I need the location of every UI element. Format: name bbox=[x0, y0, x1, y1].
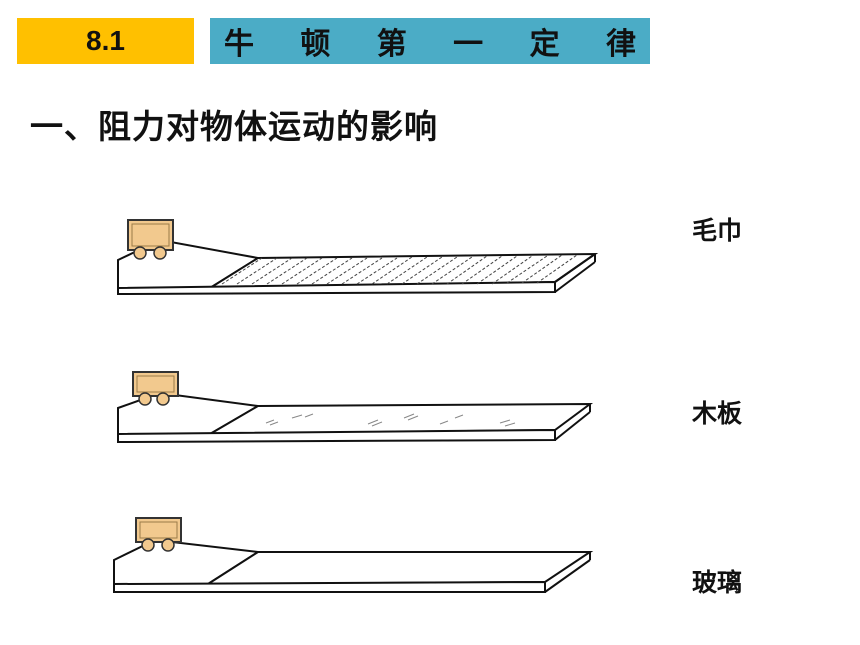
chapter-title-char: 律 bbox=[605, 27, 636, 62]
board-edge bbox=[113, 580, 546, 593]
surface-label-wood: 木板 bbox=[692, 399, 743, 428]
ramp-diagram-glass bbox=[113, 517, 594, 593]
ramp-diagram-towel bbox=[117, 219, 599, 296]
chapter-title-char: 定 bbox=[529, 27, 560, 62]
section-number-badge: 8.1 bbox=[17, 18, 194, 64]
ramp-diagram-wood bbox=[117, 371, 594, 444]
cart bbox=[127, 219, 174, 260]
chapter-title-char: 顿 bbox=[300, 27, 331, 62]
board-surface bbox=[204, 551, 594, 586]
surface-label-towel: 毛巾 bbox=[692, 216, 743, 245]
chapter-title-bar: 牛 顿 第 一 定 律 bbox=[210, 18, 650, 64]
section-heading: 一、阻力对物体运动的影响 bbox=[30, 107, 438, 146]
cart bbox=[132, 371, 179, 406]
surface-label-glass: 玻璃 bbox=[692, 568, 743, 597]
chapter-title-char: 第 bbox=[376, 27, 407, 62]
chapter-title-char: 一 bbox=[453, 27, 484, 62]
chapter-title-char: 牛 bbox=[224, 27, 254, 62]
cart bbox=[135, 517, 182, 552]
towel-texture bbox=[221, 254, 578, 285]
wood-grain bbox=[265, 413, 516, 427]
